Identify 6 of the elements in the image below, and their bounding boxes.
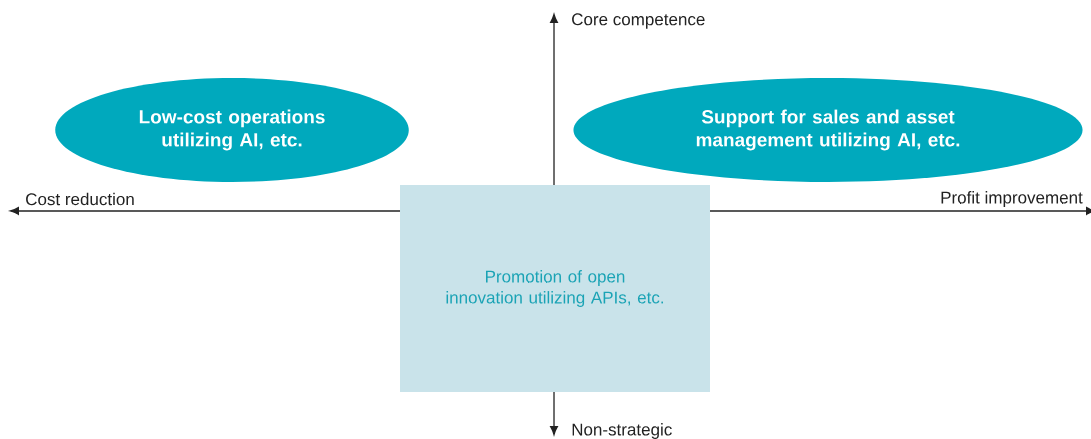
ellipse-node: Support for sales and asset management utilizing AI, etc. <box>573 78 1083 182</box>
axis-label: Non-strategic <box>572 423 672 439</box>
process-box: Promotion of open innovation utilizing APIs, etc. <box>400 185 710 392</box>
ellipse-node: Low-cost operations utilizing AI, etc. <box>55 78 409 182</box>
axis-label: Cost reduction <box>26 192 134 206</box>
axis-label: Core competence <box>572 13 705 29</box>
